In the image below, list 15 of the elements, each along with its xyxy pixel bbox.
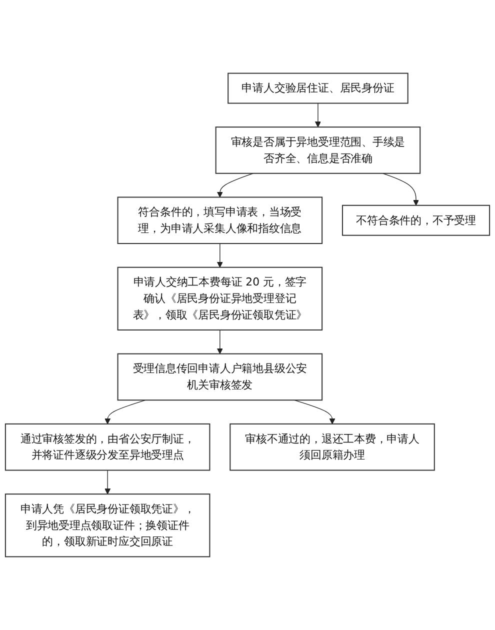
node-box: 受理信息传回申请人户籍地县级公安机关审核签发 — [117, 353, 323, 401]
node-box: 申请人凭《居民身份证领取凭证》，到异地受理点领取证件；换领证件的，领取新证时应交回原证 — [4, 494, 210, 558]
arrow — [216, 330, 223, 354]
arrow — [216, 173, 254, 198]
node-box: 不符合条件的，不予受理 — [342, 204, 490, 236]
arrow — [216, 243, 223, 268]
arrow — [104, 470, 111, 494]
node-box: 申请人交验居住证、居民身份证 — [228, 72, 408, 104]
arrow — [382, 173, 420, 206]
arrow — [314, 102, 321, 128]
node-box: 申请人交纳工本费每证 20 元，签字确认《居民身份证异地受理登记表》，领取《居民身份证领取凭证》 — [117, 266, 323, 330]
node-box: 审核是否属于异地受理范围、手续是否齐全、信息是否准确 — [215, 126, 421, 174]
node-box: 审核不通过的，退还工本费，申请人须回原籍办理 — [230, 423, 435, 471]
node-box: 符合条件的，填写申请表，当场受理，为申请人采集人像和指纹信息 — [117, 196, 323, 244]
node-box: 通过审核签发的，由省公安厅制证，并将证件逐级分发至异地受理点 — [4, 423, 210, 471]
